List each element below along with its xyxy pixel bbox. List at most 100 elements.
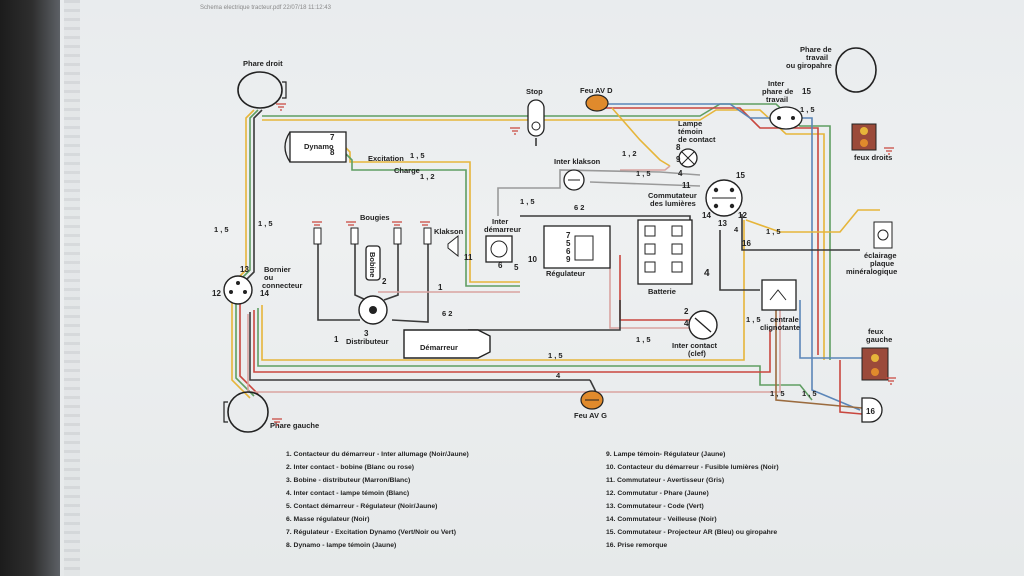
regulateur-pin-6: 6 (566, 247, 571, 256)
inter-demarreur: Inter démarreur (484, 217, 521, 263)
legend-item-10: 10. Contacteur du démarreur - Fusible lu… (606, 464, 779, 471)
wire-label-15l: 1 , 5 (802, 389, 817, 398)
terminal-4b: 4 (684, 319, 689, 328)
inter-klakson: Inter klakson (554, 157, 601, 191)
wire-top-yellow (262, 109, 825, 360)
wire-battery-pink (609, 250, 690, 329)
bornier: Bornier ou connecteur (223, 265, 303, 305)
wire-remorque (775, 300, 863, 409)
commutateur-lumieres: Commutateur des lumières (648, 179, 743, 217)
wire-lampe-temoin (611, 107, 671, 167)
terminal-15b: 15 (802, 87, 811, 96)
bougies: Bougies (313, 213, 432, 245)
terminal-13: 13 (240, 265, 249, 274)
legend-item-9: 9. Lampe témoin- Régulateur (Jaune) (606, 451, 725, 458)
feu-av-d-label: Feu AV D (580, 86, 613, 95)
phare-droit-label: Phare droit (243, 59, 283, 68)
legend-item-8: 8. Dynamo - lampe témoin (Jaune) (286, 542, 396, 549)
wire-label-15g: 1 , 5 (636, 335, 651, 344)
batterie-label: Batterie (648, 287, 676, 296)
phare-travail-line1: Phare de (800, 45, 832, 54)
wire-label-15i: 1 , 5 (766, 227, 781, 236)
legend-item-14: 14. Commutateur - Veilleuse (Noir) (606, 516, 717, 523)
lampe-temoin-line1: Lampe (678, 119, 702, 128)
wire-bottom-red (253, 310, 771, 373)
legend-item-7: 7. Régulateur - Excitation Dynamo (Vert/… (286, 529, 456, 536)
terminal-13b: 13 (718, 219, 727, 228)
eclairage-line2: plaque (870, 259, 894, 268)
legend-item-13: 13. Commutateur - Code (Vert) (606, 503, 704, 510)
charge-label: Charge (394, 166, 420, 175)
bobine-label: Bobine (368, 252, 377, 277)
legend-item-2: 2. Inter contact - bobine (Blanc ou rose… (286, 464, 414, 471)
terminal-4: 4 (678, 169, 683, 178)
feux-gauche-line2: gauche (866, 335, 892, 344)
inter-phare-line3: travail (766, 95, 788, 104)
wire-centrale (719, 230, 760, 291)
feux-droits: feux droits (851, 123, 892, 162)
legend-item-11: 11. Commutateur - Avertisseur (Gris) (606, 477, 724, 484)
inter-contact-clef: Inter contact (clef) (672, 310, 718, 358)
terminal-12b: 12 (738, 211, 747, 220)
terminal-3: 3 (364, 329, 369, 338)
inter-phare-travail: Inter phare de travail (762, 79, 803, 130)
wire-excitation (345, 147, 520, 283)
terminal-10: 10 (528, 255, 537, 264)
dynamo-terminal-8: 8 (330, 148, 335, 157)
phare-gauche-label: Phare gauche (270, 421, 319, 430)
klakson: Klakson (434, 227, 464, 258)
legend-right: 9. Lampe témoin- Régulateur (Jaune) 10. … (606, 451, 779, 549)
regulateur-label: Régulateur (546, 269, 585, 278)
legend-item-16: 16. Prise remorque (606, 542, 667, 549)
feu-av-d: Feu AV D (580, 86, 613, 112)
wire-top-green (262, 103, 831, 360)
wire-label-62a: 6 2 (574, 203, 584, 212)
wire-commutateur-eclairage (745, 209, 880, 233)
inter-contact-line2: (clef) (688, 349, 706, 358)
stop-lamp: Stop (526, 87, 545, 137)
feu-av-g-label: Feu AV G (574, 411, 607, 420)
dynamo-label: Dynamo (304, 142, 334, 151)
feu-av-g: Feu AV G (574, 390, 607, 420)
eclairage-line1: éclairage (864, 251, 897, 260)
excitation-label: Excitation (368, 154, 404, 163)
wire-62-main (468, 300, 621, 331)
distributeur-label: Distributeur (346, 337, 389, 346)
bougies-label: Bougies (360, 213, 390, 222)
regulateur: 7 5 6 9 Régulateur (543, 225, 611, 278)
centrale-line1: centrale (770, 315, 799, 324)
terminal-16: 16 (742, 239, 751, 248)
terminal-16b: 16 (866, 407, 875, 416)
legend-item-12: 12. Commutatur - Phare (Jaune) (606, 490, 709, 497)
distributeur: Distributeur (346, 295, 389, 346)
demarreur: Démarreur (403, 329, 491, 359)
wire-label-15j: 1 , 5 (746, 315, 761, 324)
legend-item-4: 4. Inter contact - lampe témoin (Blanc) (286, 490, 409, 497)
wire-label-62b: 6 2 (442, 309, 452, 318)
regulateur-pin-5: 5 (566, 239, 571, 248)
klakson-label: Klakson (434, 227, 464, 236)
eclairage-plaque: éclairage plaque minéralogique (846, 221, 897, 276)
terminal-11: 11 (464, 253, 473, 262)
wire-bottom-pink (247, 300, 781, 393)
terminal-2: 2 (382, 277, 387, 286)
wire-label-15e: 1 , 5 (258, 219, 273, 228)
wire-bottom-green (257, 308, 813, 401)
inter-phare-line1: Inter (768, 79, 784, 88)
legend-item-15: 15. Commutateur - Projecteur AR (Bleu) o… (606, 529, 777, 536)
phare-travail-line3: ou giropahre (786, 61, 832, 70)
wire-lampe-temoin-2 (620, 165, 671, 171)
legend-item-1: 1. Contacteur du démarreur - Inter allum… (286, 451, 469, 458)
ground-symbols (272, 103, 896, 426)
demarreur-label: Démarreur (420, 343, 458, 352)
wire-label-15c: 1 , 5 (520, 197, 535, 206)
lampe-temoin-line3: de contact (678, 135, 716, 144)
phare-travail: Phare de travail ou giropahre (786, 45, 877, 93)
wire-bougie-1 (317, 244, 360, 321)
regulateur-pin-7: 7 (566, 231, 571, 240)
terminal-14: 14 (260, 289, 269, 298)
wire-bottom-black (249, 312, 590, 381)
wire-label-4c: 4 (734, 225, 739, 234)
dynamo-terminal-7: 7 (330, 133, 335, 142)
wire-left-lower-red (239, 300, 259, 395)
